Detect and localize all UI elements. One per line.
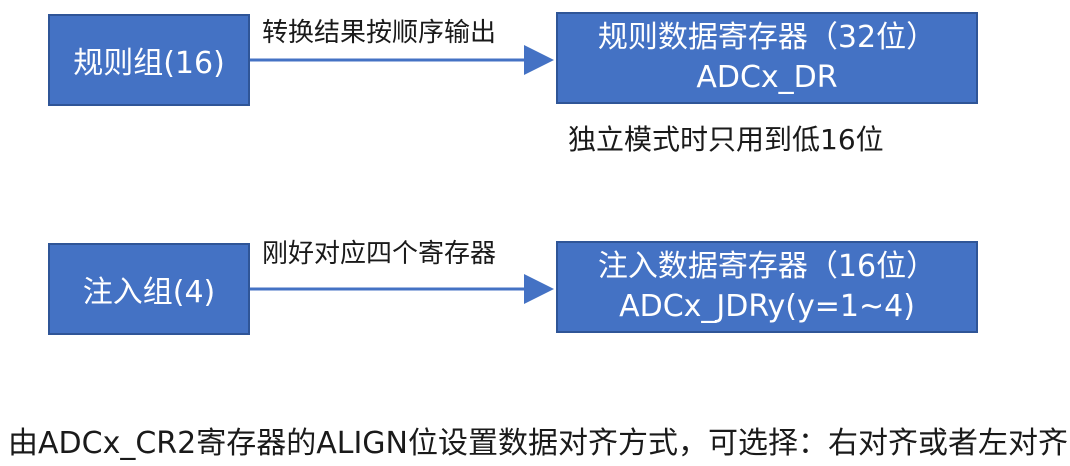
regular-note: 独立模式时只用到低16位 — [568, 123, 884, 156]
regular-register-box: 规则数据寄存器（32位） ADCx_DR — [556, 12, 978, 104]
regular-register-name: ADCx_DR — [696, 60, 838, 95]
injected-register-name: ADCx_JDRy(y=1~4) — [619, 289, 915, 324]
injected-arrow-label: 刚好对应四个寄存器 — [262, 239, 497, 269]
injected-group-box: 注入组(4) — [48, 243, 250, 335]
injected-register-title: 注入数据寄存器（16位） — [597, 249, 937, 284]
regular-register-title: 规则数据寄存器（32位） — [597, 20, 937, 55]
footer-text: 由ADCx_CR2寄存器的ALIGN位设置数据对齐方式，可选择：右对齐或者左对齐 — [8, 426, 1068, 461]
injected-register-box: 注入数据寄存器（16位） ADCx_JDRy(y=1~4) — [556, 241, 978, 333]
regular-arrow-label: 转换结果按顺序输出 — [262, 18, 497, 48]
regular-group-box: 规则组(16) — [48, 14, 250, 106]
injected-group-label: 注入组(4) — [82, 275, 216, 310]
regular-group-label: 规则组(16) — [73, 46, 225, 81]
